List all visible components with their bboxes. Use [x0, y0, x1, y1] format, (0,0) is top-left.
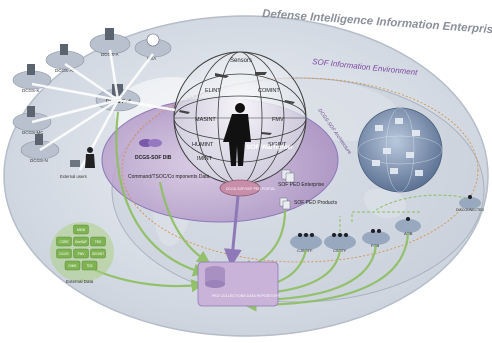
- label-dcgs-k: DCGS-K: [22, 88, 40, 93]
- external-data-item-label: OneSAF: [75, 240, 87, 244]
- external-data-item-label: GEOINT: [92, 252, 104, 256]
- external-data-item-label: FMV: [78, 252, 86, 256]
- node-disconnected[interactable]: [459, 197, 481, 209]
- int-humint: HUMINT: [192, 142, 214, 148]
- external-data-item-label: CORE: [59, 240, 68, 244]
- external-users-label: External users: [60, 174, 87, 179]
- int-comint: COMINT: [258, 88, 280, 94]
- external-data-item-label: TBO: [95, 240, 102, 244]
- external-data-box: [64, 260, 81, 271]
- portal-to-storage-arrow: [223, 195, 242, 267]
- tactical-nodes: [290, 197, 481, 250]
- tactical-people-icons: [298, 195, 472, 237]
- external-data-items: MIDB CORE OneSAF TBO DCGS FMV GEOINT DIMS TDS: [56, 224, 106, 271]
- node-aob[interactable]: [395, 219, 421, 233]
- int-sigint: SIGINT: [268, 142, 287, 148]
- orbit-dashed: [121, 77, 479, 263]
- external-data-box: [81, 260, 98, 271]
- external-data-box: [90, 248, 106, 259]
- external-data-box: [56, 236, 72, 247]
- sensors-label: Sensors: [230, 58, 252, 64]
- int-masint: MASINT: [195, 117, 216, 123]
- external-data-box: [73, 248, 89, 259]
- external-data-item-label: DCGS: [59, 252, 68, 256]
- portal-disk[interactable]: [219, 179, 261, 197]
- network-globe: [357, 107, 443, 193]
- aircraft-icons: [179, 72, 295, 135]
- dib-label: DCGS-SOF DIB: [135, 155, 172, 161]
- label-dcgs-fed: DCGS Fed: [106, 99, 131, 105]
- external-data-label: External Data: [66, 279, 94, 284]
- warfighter-label: SOF Warfighter: [246, 144, 294, 151]
- external-data-box: [90, 236, 106, 247]
- warfighter-icon: [223, 103, 251, 166]
- node-cjsotf[interactable]: [290, 234, 322, 250]
- ped-products-label: SOF PED Products: [294, 200, 338, 206]
- node-fob[interactable]: [362, 231, 390, 245]
- storage-repository: [197, 261, 279, 307]
- int-elint: ELINT: [205, 88, 221, 94]
- external-data-box: [73, 224, 89, 235]
- external-data-box: [56, 248, 72, 259]
- portal-label: DCGS-SOF/SOF PED PORTAL: [226, 187, 276, 191]
- storage-label: PED COLLECTIONS DATA REPOSITORY: [212, 294, 281, 298]
- external-data-item-label: TDS: [86, 264, 92, 268]
- label-nsa: NSA: [147, 56, 156, 61]
- tactical-dashed-links: [339, 194, 467, 232]
- int-imint: IMINT: [197, 156, 213, 162]
- ped-enterprise-label: SOF PED Enterprise: [278, 182, 324, 188]
- label-dcgs-mc: DCGS-MC: [22, 130, 44, 135]
- ped-products-icon: [279, 197, 291, 210]
- external-data-item-label: DIMS: [69, 264, 77, 268]
- dib-icon: [139, 139, 162, 147]
- node-csotf[interactable]: [324, 234, 356, 250]
- label-disconnected: DISCONNECTED: [456, 208, 484, 212]
- int-fmv: FMV: [272, 117, 284, 123]
- external-data-item-label: MIDB: [77, 228, 85, 232]
- ped-enterprise-icon: [281, 169, 295, 183]
- label-dcgs-af: DCGS-AF: [55, 68, 76, 73]
- external-data-box: [73, 236, 89, 247]
- label-dcgs-n: DCGS-N: [30, 158, 48, 163]
- command-label: Command/TSOC/Co mponents Data: [128, 174, 210, 180]
- external-users-icon: [70, 147, 95, 168]
